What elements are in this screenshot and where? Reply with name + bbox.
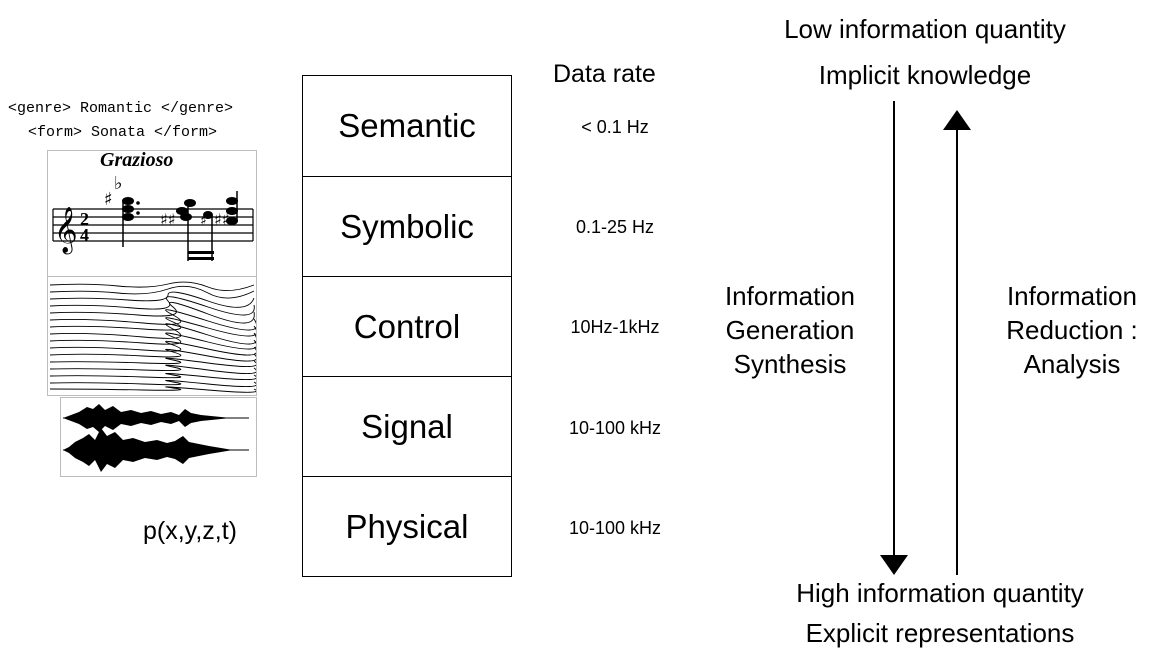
layer-signal: Signal	[303, 376, 511, 476]
layer-control: Control	[303, 276, 511, 376]
generation-line-3: Synthesis	[733, 349, 847, 379]
rate-symbolic: 0.1-25 Hz	[575, 217, 655, 237]
top-line-1: Low information quantity	[784, 14, 1066, 44]
layer-physical: Physical	[303, 476, 511, 576]
bottom-line-1: High information quantity	[796, 578, 1084, 608]
reduction-line-2: Reduction :	[1006, 315, 1138, 345]
generation-label: Information Generation Synthesis	[700, 279, 880, 381]
layer-semantic: Semantic	[338, 107, 476, 144]
score-staff-icon: 𝄞 2 4 ♯ ♭ ♯♯ ♯ ♯♯	[52, 173, 254, 261]
svg-text:4: 4	[80, 225, 89, 245]
generation-line-1: Information	[724, 281, 856, 311]
genre-tag-text: <genre> Romantic </genre>	[8, 100, 234, 117]
reduction-line-3: Analysis	[1023, 349, 1121, 379]
form-tag-text: <form> Sonata </form>	[28, 124, 218, 141]
trajectory-lines-icon	[49, 281, 256, 393]
control-trajectories-image	[47, 276, 257, 396]
rate-physical: 10-100 kHz	[568, 518, 662, 538]
top-line-2: Implicit knowledge	[818, 60, 1032, 90]
waveform-icon	[63, 404, 249, 472]
rate-control: 10Hz-1kHz	[570, 317, 660, 337]
svg-text:♯♯: ♯♯	[214, 210, 229, 229]
arrows-layer	[880, 101, 971, 575]
reduction-label: Information Reduction : Analysis	[990, 279, 1154, 381]
svg-text:2: 2	[80, 209, 89, 229]
layer-symbolic: Symbolic	[303, 176, 511, 276]
rate-signal: 10-100 kHz	[568, 418, 662, 438]
svg-text:♭: ♭	[114, 173, 123, 194]
rate-semantic: < 0.1 Hz	[581, 117, 649, 137]
generation-line-2: Generation	[725, 315, 855, 345]
music-score-image: Grazioso 𝄞 2 4 ♯ ♭ ♯♯ ♯ ♯♯	[47, 149, 257, 277]
svg-text:♯♯: ♯♯	[160, 210, 175, 229]
data-rate-header: Data rate	[553, 60, 656, 88]
svg-text:♯: ♯	[200, 213, 207, 229]
reduction-line-1: Information	[1006, 281, 1138, 311]
layer-stack: Semantic Symbolic Control Signal Physica…	[302, 75, 512, 577]
score-title: Grazioso	[100, 149, 174, 171]
physical-formula: p(x,y,z,t)	[143, 517, 237, 545]
svg-text:𝄞: 𝄞	[54, 207, 78, 255]
waveform-image	[60, 397, 257, 477]
svg-text:♯: ♯	[104, 189, 113, 210]
bottom-line-2: Explicit representations	[805, 618, 1075, 648]
